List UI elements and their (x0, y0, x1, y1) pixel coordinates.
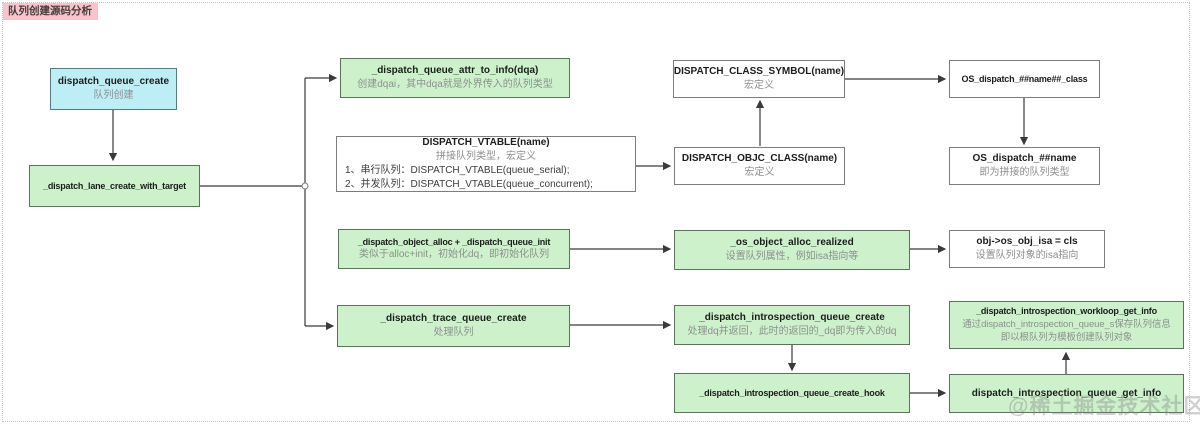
node-title: DISPATCH_OBJC_CLASS(name) (681, 153, 838, 164)
node-dispatch-vtable: DISPATCH_VTABLE(name) 拼接队列类型，宏定义 1、串行队列：… (336, 136, 636, 192)
node-title: dispatch_introspection_queue_get_info (971, 387, 1162, 399)
node-dispatch-queue-create: dispatch_queue_create 队列创建 (50, 68, 177, 110)
node-title: dispatch_queue_create (57, 76, 170, 87)
node-note-serial: 1、串行队列：DISPATCH_VTABLE(queue_serial); (345, 164, 570, 176)
node-os-dispatch-name-class: OS_dispatch_##name##_class (949, 60, 1100, 98)
node-title: _dispatch_introspection_queue_create (699, 312, 885, 323)
node-subtitle: 宏定义 (744, 167, 775, 178)
node-subtitle: 设置队列对象的isa指向 (975, 250, 1079, 261)
node-dispatch-object-alloc-queue-init: _dispatch_object_alloc + _dispatch_queue… (338, 229, 570, 269)
node-title: OS_dispatch_##name##_class (961, 73, 1088, 84)
node-title: OS_dispatch_##name (972, 153, 1077, 164)
node-dispatch-introspection-workloop-get-info: _dispatch_introspection_workloop_get_inf… (949, 301, 1184, 349)
site-watermark: @稀土掘金技术社区 (1008, 395, 1200, 418)
node-dispatch-introspection-queue-create: _dispatch_introspection_queue_create 处理d… (674, 305, 910, 345)
node-title: _dispatch_lane_create_with_target (43, 180, 186, 191)
node-title: _dispatch_trace_queue_create (380, 313, 527, 324)
node-dispatch-lane-create-with-target: _dispatch_lane_create_with_target (29, 165, 200, 207)
node-subtitle: 处理队列 (433, 327, 474, 338)
node-subtitle-2: 即以根队列为模板创建队列对象 (1000, 332, 1133, 344)
node-subtitle: 宏定义 (744, 80, 774, 91)
node-obj-os-obj-isa: obj->os_obj_isa = cls 设置队列对象的isa指向 (949, 230, 1105, 268)
node-title: _dispatch_queue_attr_to_info(dqa) (371, 65, 539, 76)
node-title: _dispatch_introspection_queue_create_hoo… (699, 387, 885, 398)
node-subtitle: 设置队列属性，例如isa指向等 (725, 251, 859, 262)
diagram-title-badge: 队列创建源码分析 (3, 3, 98, 20)
node-subtitle: 通过dispatch_introspection_queue_s保存队列信息 (962, 319, 1171, 330)
node-subtitle: 处理dq并返回，此时的返回的_dq即为传入的dq (687, 326, 897, 337)
node-title: _dispatch_introspection_workloop_get_inf… (976, 306, 1157, 317)
node-subtitle: 拼接队列类型，宏定义 (436, 150, 536, 162)
node-dispatch-trace-queue-create: _dispatch_trace_queue_create 处理队列 (337, 305, 570, 347)
node-dispatch-class-symbol: DISPATCH_CLASS_SYMBOL(name) 宏定义 (673, 60, 845, 98)
node-title: DISPATCH_VTABLE(name) (422, 136, 550, 148)
node-subtitle: 类似于alloc+init，初始化dq，即初始化队列 (358, 249, 550, 261)
node-os-dispatch-name: OS_dispatch_##name 即为拼接的队列类型 (949, 147, 1100, 185)
node-dispatch-introspection-queue-get-info: dispatch_introspection_queue_get_info (949, 374, 1184, 413)
node-subtitle: 队列创建 (93, 90, 134, 101)
node-os-object-alloc-realized: _os_object_alloc_realized 设置队列属性，例如isa指向… (674, 230, 910, 270)
node-dispatch-introspection-queue-create-hook: _dispatch_introspection_queue_create_hoo… (674, 373, 910, 413)
node-subtitle: 创建dqai，其中dqa就是外界传入的队列类型 (357, 79, 553, 90)
node-title: _dispatch_object_alloc + _dispatch_queue… (357, 236, 551, 247)
node-note-concurrent: 2、并发队列：DISPATCH_VTABLE(queue_concurrent)… (345, 179, 593, 190)
node-dispatch-queue-attr-to-info: _dispatch_queue_attr_to_info(dqa) 创建dqai… (340, 58, 570, 98)
node-title: _os_object_alloc_realized (730, 237, 854, 248)
node-title: obj->os_obj_isa = cls (976, 236, 1078, 247)
node-dispatch-objc-class: DISPATCH_OBJC_CLASS(name) 宏定义 (674, 147, 845, 185)
node-subtitle: 即为拼接的队列类型 (979, 167, 1070, 178)
node-title: DISPATCH_CLASS_SYMBOL(name) (673, 66, 845, 77)
